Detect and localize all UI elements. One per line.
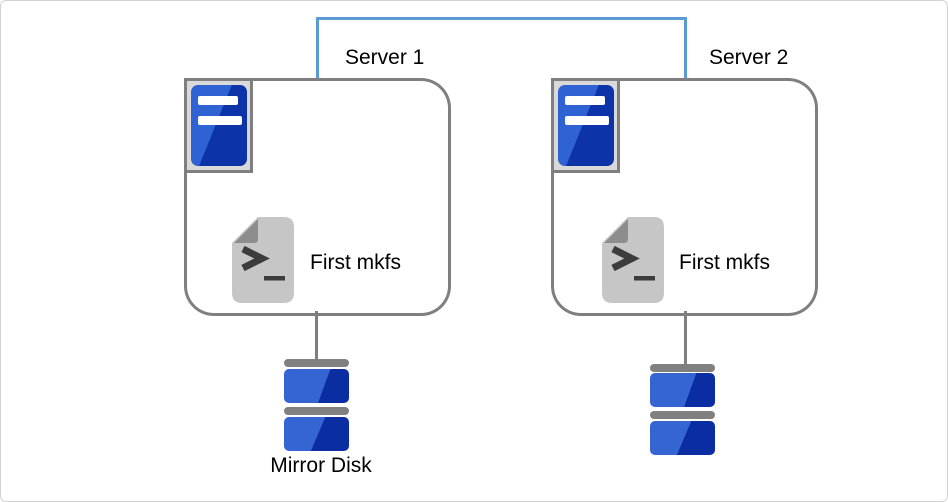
server-icon-slot (565, 96, 605, 105)
server2-mkfs-label: First mkfs (679, 251, 770, 274)
server-icon-slot (198, 96, 238, 105)
mirror-disk-icon (650, 411, 715, 419)
terminal-script-icon (232, 217, 294, 303)
server1-disk-connector-line (315, 311, 318, 359)
server1-mkfs-label: First mkfs (310, 251, 401, 274)
mirror-disk-icon (284, 369, 349, 403)
server1-label: Server 1 (345, 46, 425, 69)
mirror-disk-icon (284, 417, 349, 451)
mirror-disk-label: Mirror Disk (270, 454, 372, 477)
mirror-disk-icon (650, 364, 715, 372)
server-icon (558, 85, 614, 166)
mirror-disk-icon (650, 421, 715, 455)
mirror-disk-icon (284, 407, 349, 415)
server2-label: Server 2 (709, 46, 789, 69)
network-connector-line (316, 17, 687, 79)
mirror-disk-icon (284, 359, 349, 367)
server-icon (191, 85, 247, 166)
mirror-disk-icon (650, 373, 715, 407)
server-icon-slot (565, 116, 609, 125)
server-icon-slot (198, 116, 242, 125)
terminal-script-icon (602, 217, 664, 303)
server2-disk-connector-line (684, 311, 687, 364)
